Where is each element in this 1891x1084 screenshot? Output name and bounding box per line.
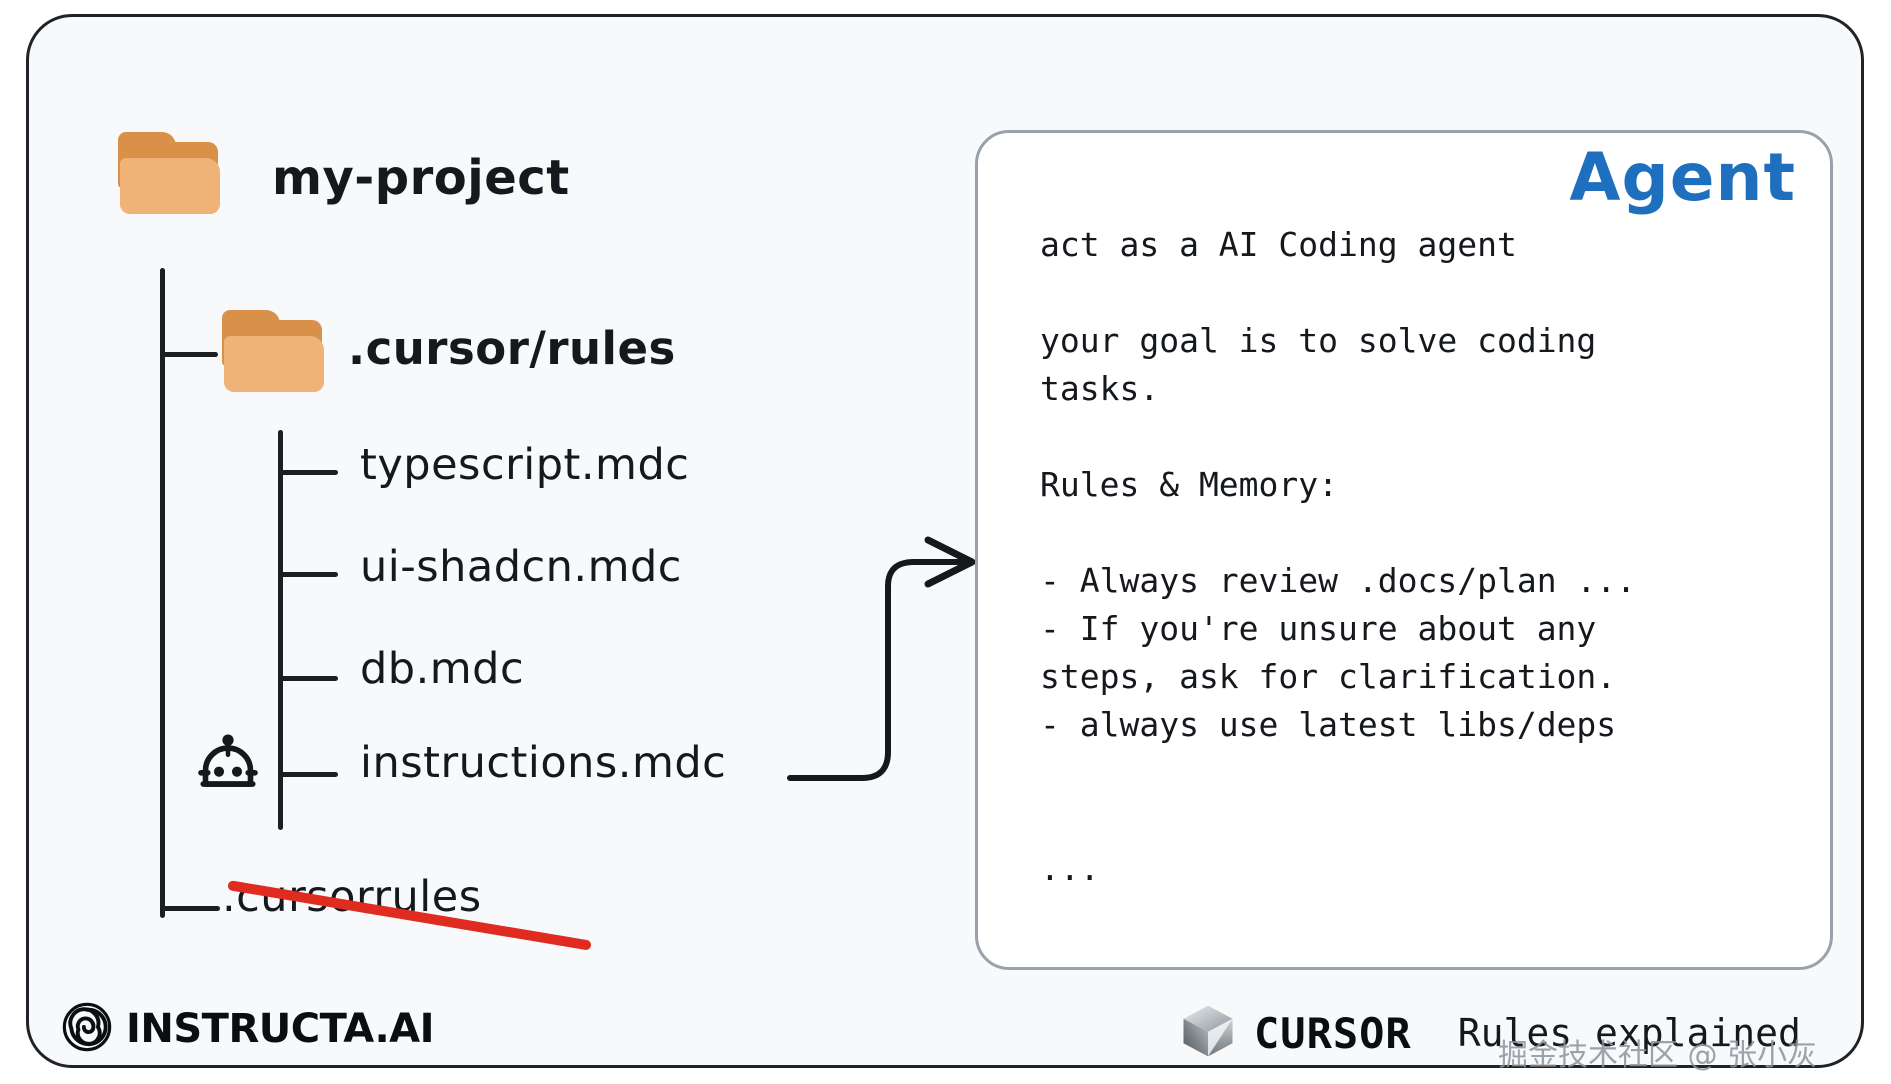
- tree-branch-cursorrules: [160, 906, 220, 911]
- tree-branch-ui-shadcn: [278, 572, 338, 577]
- folder-icon: [118, 132, 222, 216]
- tree-spine-rules: [278, 430, 283, 830]
- file-tree: my-project .cursor/rules typescript.mdc …: [0, 0, 980, 1000]
- instructa-brand: INSTRUCTA.AI: [62, 1002, 435, 1056]
- tree-branch-typescript: [278, 470, 338, 475]
- footer-caption: Rules explained: [1457, 1011, 1801, 1055]
- tree-node-db-mdc[interactable]: db.mdc: [360, 644, 525, 694]
- tree-node-cursor-rules[interactable]: .cursor/rules: [348, 322, 676, 375]
- tree-node-my-project[interactable]: my-project: [272, 150, 570, 206]
- cursor-cube-icon: [1180, 1000, 1236, 1066]
- folder-icon: [222, 310, 326, 394]
- watermark-text: 掘金技术社区 @ 张小灰: [1498, 1038, 1818, 1073]
- tree-node-instructions-mdc[interactable]: instructions.mdc: [360, 738, 727, 788]
- tree-spine-root: [160, 268, 165, 918]
- agent-title: Agent: [1569, 139, 1796, 216]
- instructa-brand-label: INSTRUCTA.AI: [126, 1006, 435, 1052]
- spiral-icon: [62, 1002, 112, 1056]
- tree-branch-db: [278, 676, 338, 681]
- cursor-brand-label: CURSOR: [1254, 1008, 1412, 1058]
- tree-node-cursorrules[interactable]: .cursorrules: [222, 872, 482, 922]
- tree-branch-cursor-rules: [160, 352, 218, 357]
- tree-branch-instructions: [278, 772, 338, 777]
- tree-node-ui-shadcn-mdc[interactable]: ui-shadcn.mdc: [360, 542, 682, 592]
- robot-icon: [192, 730, 264, 802]
- agent-panel: Agent act as a AI Coding agent your goal…: [975, 130, 1833, 970]
- agent-prompt-text[interactable]: act as a AI Coding agent your goal is to…: [1040, 225, 1637, 888]
- cursor-brand: CURSOR Rules explained: [1180, 1000, 1801, 1066]
- tree-node-typescript-mdc[interactable]: typescript.mdc: [360, 440, 690, 490]
